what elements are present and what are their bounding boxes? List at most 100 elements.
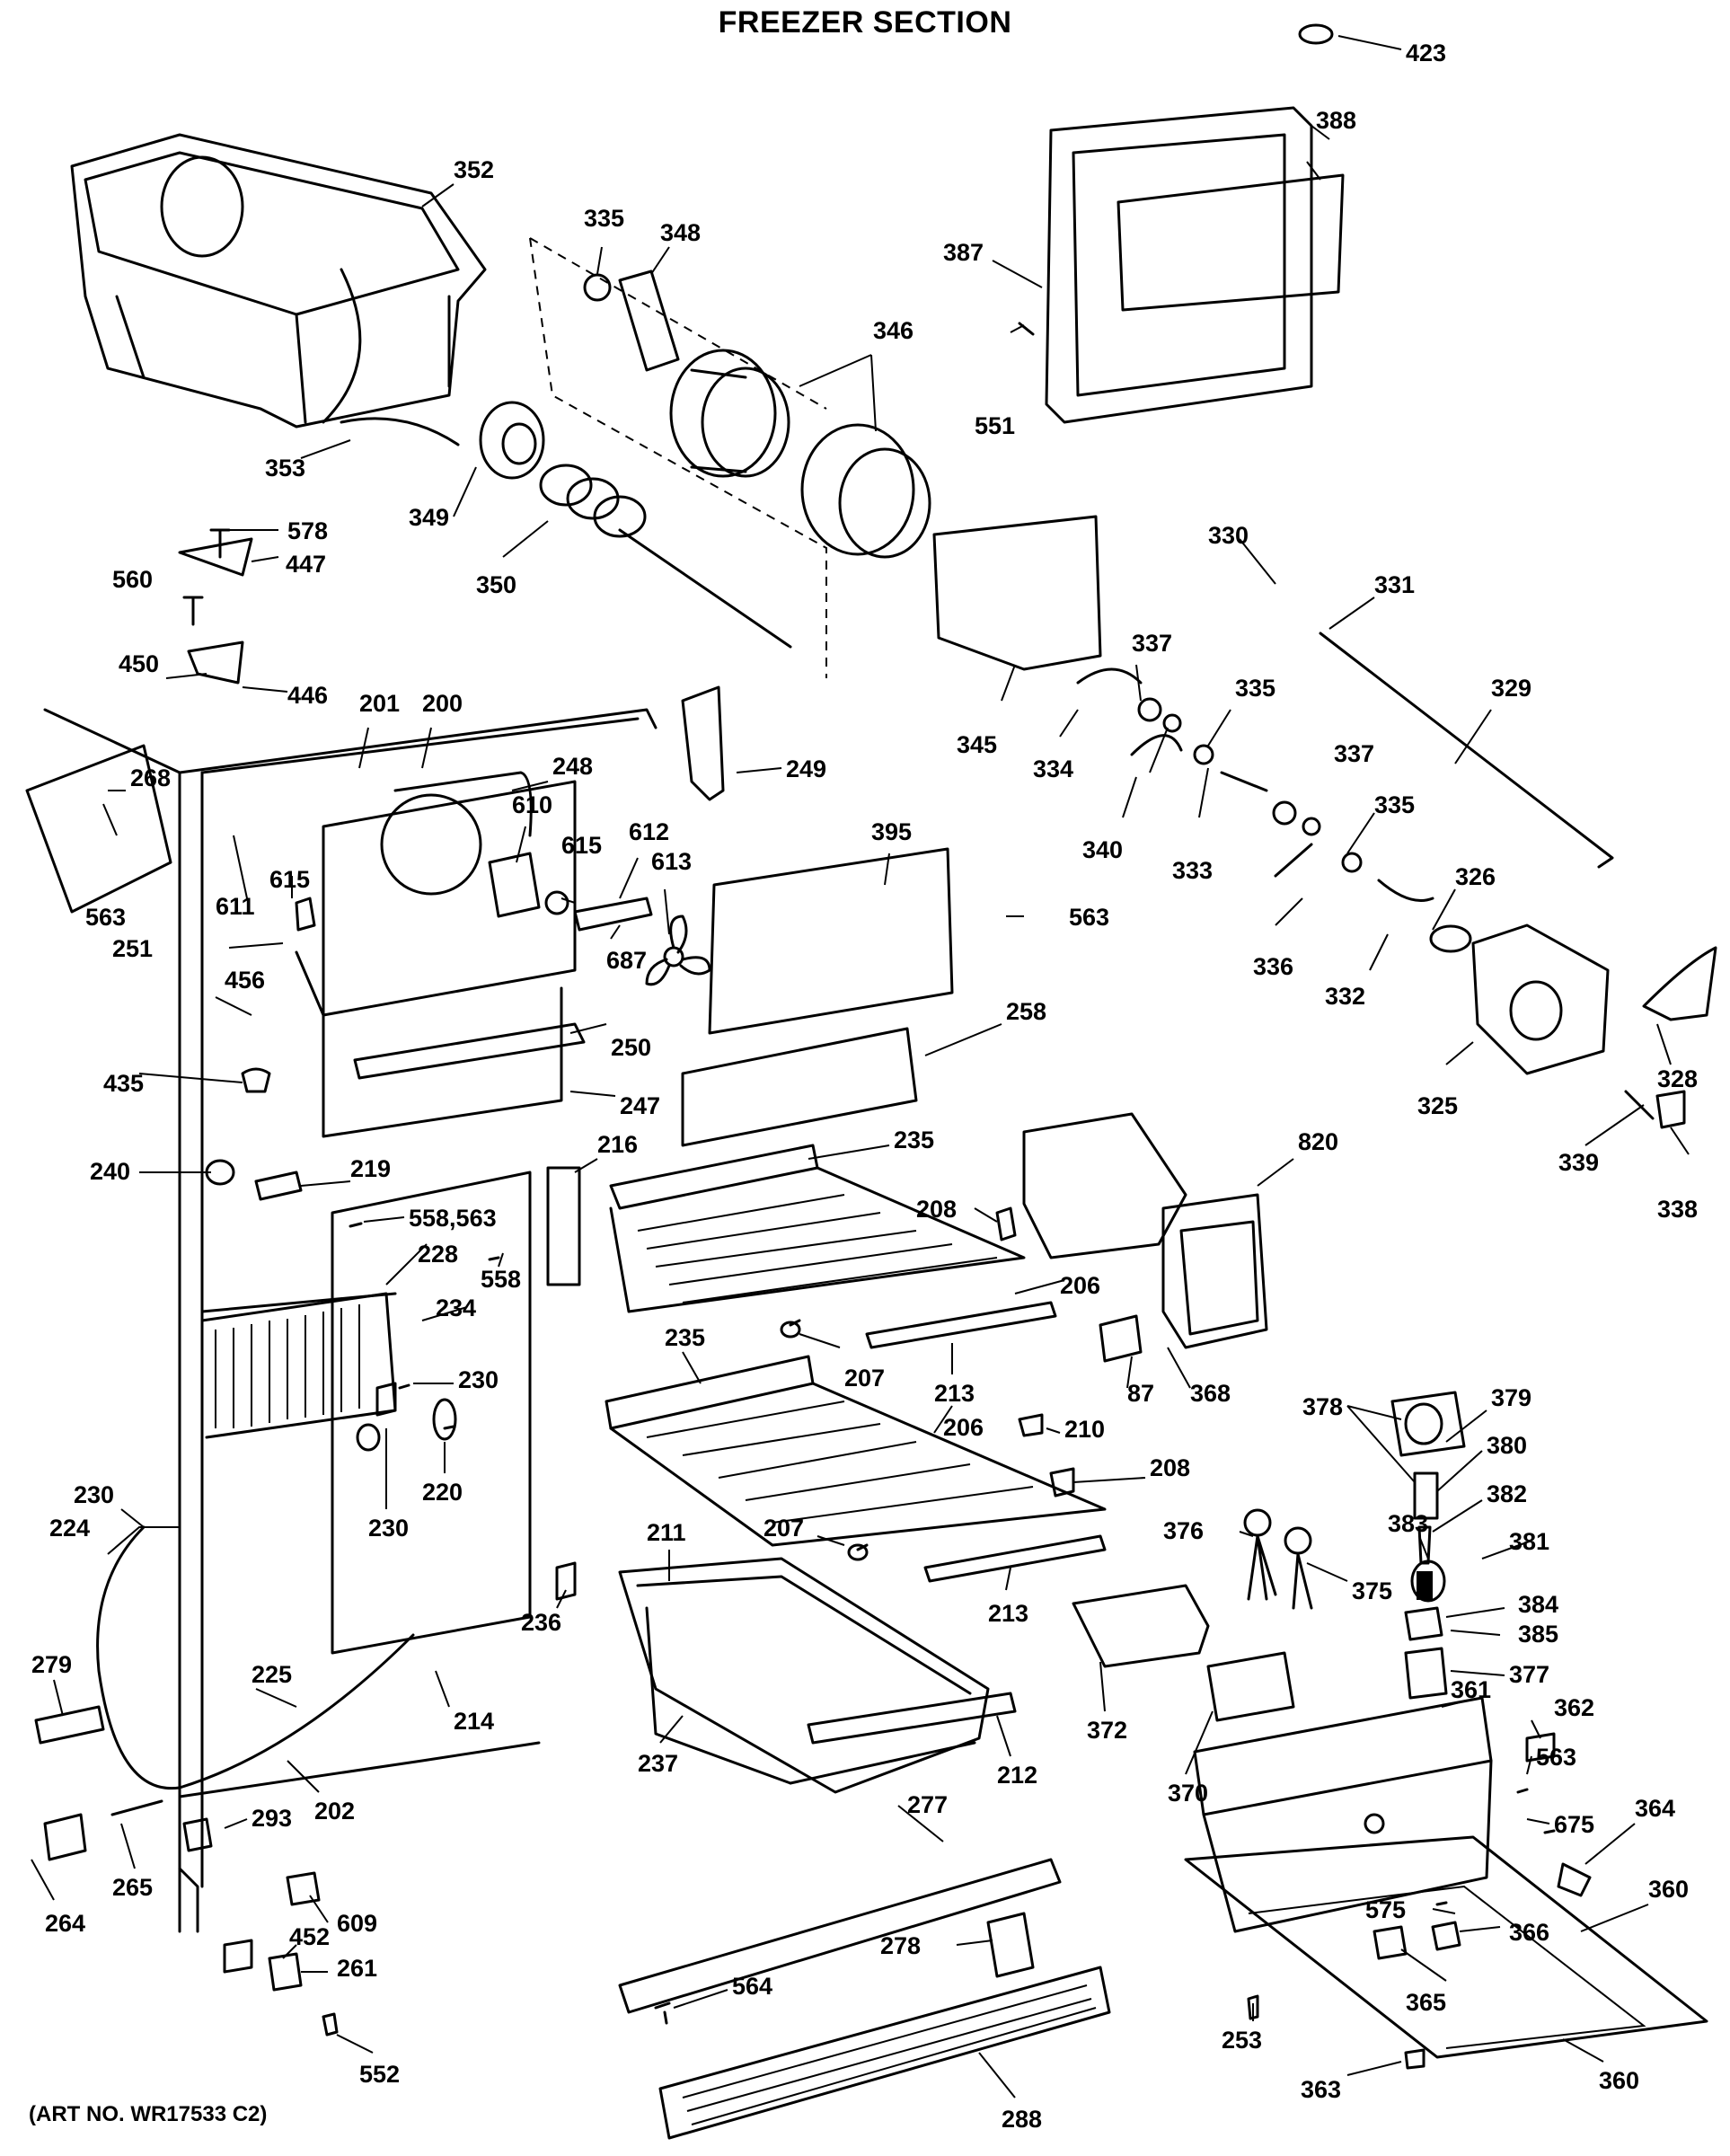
callout-330: 330 (1208, 522, 1249, 549)
callout-230a: 230 (458, 1366, 499, 1393)
grille-288-part (658, 1966, 1111, 2140)
callout-225: 225 (252, 1661, 292, 1688)
callout-387: 387 (943, 239, 984, 266)
diagram-title: FREEZER SECTION (718, 5, 1012, 40)
callout-206a: 206 (1060, 1272, 1100, 1299)
back-panel-part (708, 847, 954, 1035)
duct-cover-part (681, 1027, 918, 1147)
callout-250: 250 (611, 1034, 651, 1061)
callout-332: 332 (1325, 983, 1365, 1010)
callout-247: 247 (620, 1092, 660, 1119)
callout-87: 87 (1127, 1380, 1154, 1407)
callout-611: 611 (216, 893, 255, 920)
callout-364: 364 (1635, 1795, 1675, 1822)
auger-part (539, 464, 792, 649)
callout-202: 202 (314, 1798, 355, 1825)
callout-376: 376 (1163, 1517, 1204, 1544)
callout-334: 334 (1033, 755, 1073, 782)
callout-208a: 208 (916, 1196, 957, 1223)
callout-249: 249 (786, 755, 826, 782)
clip-249-part (681, 685, 725, 801)
callout-220: 220 (422, 1479, 463, 1506)
callout-563c: 563 (1536, 1744, 1576, 1771)
linkage-parts (1076, 667, 1434, 902)
callout-820: 820 (1298, 1128, 1338, 1155)
callout-230c: 230 (74, 1481, 114, 1508)
fan-bracket-part (573, 897, 653, 932)
callout-201: 201 (359, 690, 400, 717)
shelf-trim-213b (923, 1534, 1107, 1583)
callout-212: 212 (997, 1762, 1037, 1789)
valve-assembly-parts (1390, 1391, 1466, 1700)
callout-450: 450 (119, 650, 159, 677)
callout-265: 265 (112, 1874, 153, 1901)
wire-harness-parts (1243, 1508, 1313, 1610)
callout-362: 362 (1554, 1694, 1594, 1721)
dispenser-door-part (1045, 106, 1345, 424)
callout-279: 279 (31, 1651, 72, 1678)
callout-236: 236 (521, 1609, 561, 1636)
callout-234: 234 (436, 1294, 476, 1321)
callout-558: 558 (481, 1266, 521, 1293)
callout-labels: 423 388 352 335 348 346 387 551 353 349 … (31, 40, 1698, 2133)
callout-447: 447 (286, 551, 326, 578)
callout-675: 675 (1554, 1811, 1594, 1838)
callout-288: 288 (1002, 2106, 1042, 2133)
ice-bucket-part (70, 133, 487, 429)
callout-395: 395 (871, 818, 912, 845)
fan-shroud-part (295, 771, 586, 1138)
duct-216-part (546, 1166, 581, 1286)
part-362 (1525, 1732, 1556, 1763)
callout-219: 219 (350, 1155, 391, 1182)
callout-361: 361 (1451, 1676, 1491, 1703)
callout-456: 456 (225, 967, 265, 994)
callout-610: 610 (512, 791, 552, 818)
callout-370: 370 (1168, 1780, 1208, 1807)
callout-331: 331 (1374, 571, 1415, 598)
callout-328: 328 (1657, 1065, 1698, 1092)
icemaker-part (1022, 1112, 1268, 1349)
callout-687: 687 (606, 947, 647, 974)
washer-part (583, 273, 612, 302)
callout-237: 237 (638, 1750, 678, 1777)
callout-564: 564 (732, 1973, 772, 2000)
callout-563b: 563 (1069, 904, 1109, 931)
motor-cover-part (1642, 946, 1717, 1021)
callout-277: 277 (907, 1791, 948, 1818)
callout-384: 384 (1518, 1591, 1558, 1618)
callout-615b: 615 (561, 832, 602, 859)
part-370 (1206, 1651, 1295, 1722)
callout-338: 338 (1657, 1196, 1698, 1223)
callout-208b: 208 (1150, 1454, 1190, 1481)
callout-337a: 337 (1132, 630, 1172, 657)
callout-210: 210 (1064, 1416, 1105, 1443)
upper-shelf-part (609, 1144, 1026, 1313)
callout-251: 251 (112, 935, 153, 962)
part-278 (986, 1912, 1035, 1978)
auger-motor-part (1429, 923, 1610, 1075)
callout-382: 382 (1487, 1480, 1527, 1507)
bearing-part (479, 401, 545, 480)
callout-385: 385 (1518, 1621, 1558, 1648)
spring-part (340, 417, 460, 446)
evaporator-coils-part (200, 1292, 397, 1439)
callout-228: 228 (418, 1241, 458, 1268)
screw-551-part (1018, 322, 1035, 336)
callout-278: 278 (880, 1932, 921, 1959)
part-365 (1373, 1925, 1408, 1960)
callout-388: 388 (1316, 107, 1356, 134)
callout-563a: 563 (85, 904, 126, 931)
callout-372: 372 (1087, 1717, 1127, 1744)
callout-609: 609 (337, 1910, 377, 1937)
callout-381: 381 (1509, 1528, 1549, 1555)
callout-345: 345 (957, 731, 997, 758)
callout-200: 200 (422, 690, 463, 717)
ice-bin-part (618, 1557, 990, 1794)
callout-346: 346 (873, 317, 914, 344)
callout-264: 264 (45, 1910, 85, 1937)
part-339 (1624, 1090, 1655, 1120)
callout-446: 446 (287, 682, 328, 709)
rail-277-part (618, 1858, 1062, 2014)
callout-336: 336 (1253, 953, 1293, 980)
